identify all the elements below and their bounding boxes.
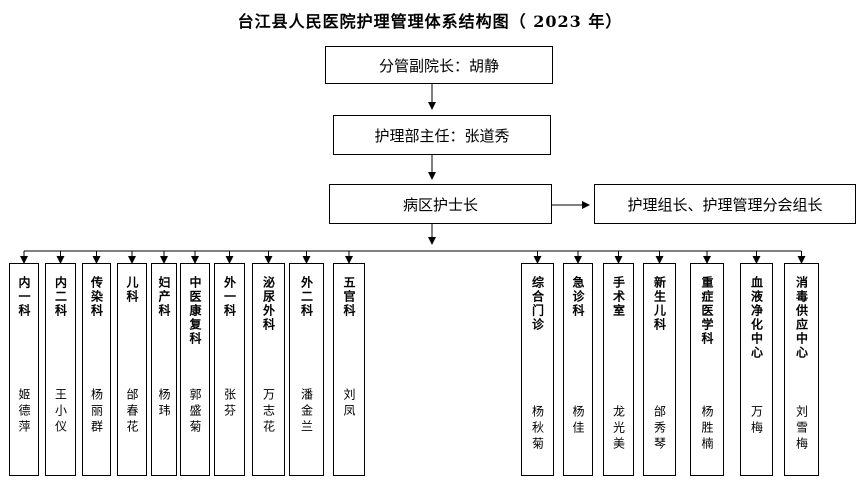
dept-name: 消毒供应中心 [794,276,809,360]
ward-head-nurse-box: 病区护士长 [329,184,552,224]
dept-head-nurse: 王小仪 [53,388,68,436]
dept-head-nurse: 杨玮 [157,388,171,420]
dept-head-nurse: 龙光美 [611,405,626,453]
dept-box-right-3: 新生儿科邰秀琴 [643,263,676,476]
dept-head-nurse: 杨丽群 [89,388,104,436]
dept-box-left-4: 妇产科杨玮 [151,263,177,476]
dept-box-left-1: 内二科王小仪 [45,263,76,476]
dept-head-nurse: 邰春花 [125,388,139,436]
dept-name: 新生儿科 [652,276,667,332]
dept-name: 急诊科 [571,276,585,318]
vice-president-box: 分管副院长：胡静 [325,46,553,84]
dept-name: 综合门诊 [530,276,545,332]
dept-head-nurse: 刘凤 [342,388,356,420]
page-title: 台江县人民医院护理管理体系结构图（ 2023 年） [237,12,623,31]
dept-box-right-6: 消毒供应中心刘雪梅 [784,263,819,476]
dept-box-left-2: 传染科杨丽群 [82,263,111,476]
dept-head-nurse: 杨佳 [571,405,585,437]
dept-head-nurse: 万志花 [261,388,276,436]
dept-box-left-5: 中医康复科郭盛菊 [180,263,210,476]
dept-head-nurse: 张芬 [222,388,237,420]
dept-head-nurse: 郭盛菊 [188,388,202,436]
dept-name: 外一科 [222,276,237,318]
dept-head-nurse: 万梅 [749,405,764,437]
dept-name: 重症医学科 [700,276,714,346]
side-group-label: 护理组长、护理管理分会组长 [627,195,823,214]
dept-name: 妇产科 [157,276,171,318]
dept-box-left-6: 外一科张芬 [214,263,245,476]
dept-box-right-2: 手术室龙光美 [603,263,634,476]
dept-box-left-8: 外二科潘金兰 [289,263,324,476]
dept-name: 五官科 [342,276,356,318]
dept-box-right-4: 重症医学科杨胜楠 [690,263,724,476]
dept-box-right-1: 急诊科杨佳 [563,263,593,476]
dept-head-nurse: 杨胜楠 [700,405,714,453]
nursing-director-box: 护理部主任：张道秀 [333,115,551,155]
dept-box-left-3: 儿科邰春花 [117,263,147,476]
ward-head-nurse-label: 病区护士长 [402,195,478,214]
dept-box-right-0: 综合门诊杨秋菊 [521,263,554,476]
vice-president-label: 分管副院长：胡静 [378,56,499,75]
dept-head-nurse: 刘雪梅 [794,405,809,453]
dept-name: 泌尿外科 [261,276,276,332]
dept-name: 外二科 [299,276,314,318]
dept-connectors [20,250,806,264]
dept-head-nurse: 姬德萍 [17,388,31,436]
dept-head-nurse: 潘金兰 [299,388,314,436]
dept-head-nurse: 邰秀琴 [652,405,667,453]
dept-box-left-7: 泌尿外科万志花 [252,263,285,476]
side-group-box: 护理组长、护理管理分会组长 [594,184,856,224]
dept-head-nurse: 杨秋菊 [530,405,545,453]
dept-name: 手术室 [611,276,626,318]
nursing-director-label: 护理部主任：张道秀 [374,126,510,145]
dept-name: 血液净化中心 [749,276,764,360]
dept-box-left-9: 五官科刘凤 [333,263,365,476]
dept-name: 中医康复科 [188,276,202,346]
dept-name: 内二科 [53,276,68,318]
dept-box-left-0: 内一科姬德萍 [9,263,39,476]
dept-name: 内一科 [17,276,31,318]
dept-name: 传染科 [89,276,104,318]
dept-box-right-5: 血液净化中心万梅 [740,263,773,476]
dept-name: 儿科 [125,276,139,304]
